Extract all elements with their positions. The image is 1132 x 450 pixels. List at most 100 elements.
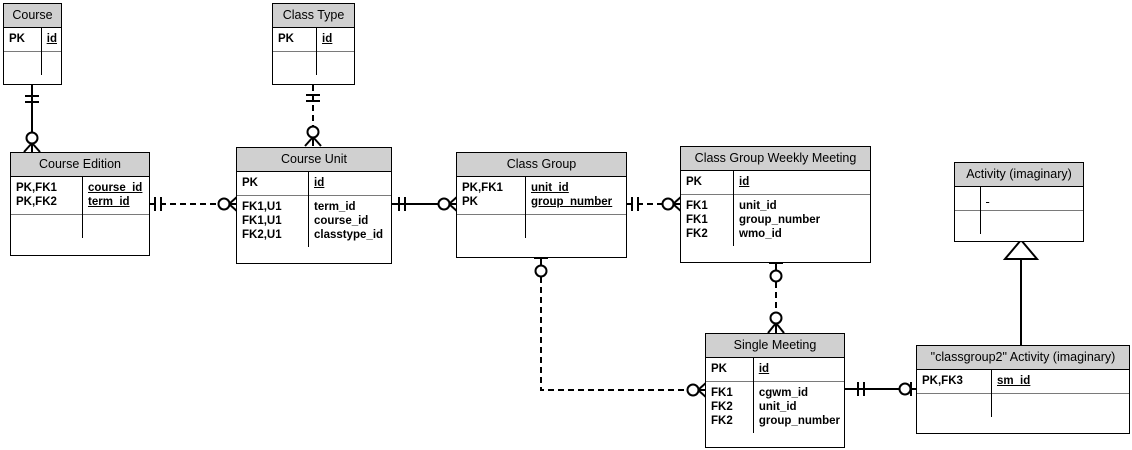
attribute-label bbox=[88, 219, 145, 233]
key-column-single-meeting-0: PK bbox=[706, 357, 754, 382]
key-column-classgroup2-activity-imaginary-0: PK,FK3 bbox=[917, 369, 992, 394]
key-label: FK1 bbox=[686, 199, 708, 212]
relationship-class-group-to-single-meeting[interactable] bbox=[534, 257, 708, 399]
entity-body-activity-imaginary bbox=[955, 186, 1084, 234]
key-label: FK2,U1 bbox=[242, 228, 282, 241]
attribute-column-course-0: id bbox=[41, 28, 61, 52]
entity-title-class-group-weekly-meeting: Class Group Weekly Meeting bbox=[681, 147, 870, 171]
key-column-class-group-weekly-meeting-0: PK bbox=[681, 170, 734, 195]
entity-title-class-type: Class Type bbox=[273, 4, 354, 28]
attribute-label bbox=[986, 215, 1079, 229]
attribute-label: group_number bbox=[739, 213, 821, 226]
entity-activity-imaginary[interactable]: Activity (imaginary) bbox=[954, 162, 1084, 242]
entity-classgroup2-activity-imaginary[interactable]: "classgroup2" Activity (imaginary)PK,FK3… bbox=[916, 345, 1130, 434]
entity-title-classgroup2-activity-imaginary: "classgroup2" Activity (imaginary) bbox=[917, 346, 1129, 370]
attribute-column-class-type-0: id bbox=[317, 28, 355, 52]
entity-title-class-group: Class Group bbox=[457, 153, 626, 177]
attribute-label: classtype_id bbox=[314, 228, 384, 241]
attribute-label: id bbox=[47, 32, 57, 46]
key-column-course-unit-0: PK bbox=[237, 171, 309, 196]
entity-title-course-edition: Course Edition bbox=[11, 153, 149, 177]
entity-section-key-class-type: PK id bbox=[273, 27, 355, 52]
key-label: PK bbox=[278, 32, 294, 45]
key-label: FK1,U1 bbox=[242, 214, 282, 227]
primary-key-underline: group_number bbox=[531, 195, 613, 208]
entity-section-key-activity-imaginary bbox=[955, 186, 1084, 211]
attribute-label: unit_id bbox=[758, 400, 797, 413]
key-label bbox=[922, 398, 987, 412]
relationship-class-type-to-course-unit[interactable] bbox=[304, 85, 322, 147]
key-label: PK,FK1 bbox=[16, 181, 57, 194]
relationship-course-to-course-edition[interactable] bbox=[23, 85, 41, 153]
attribute-label bbox=[322, 56, 350, 70]
attribute-label bbox=[531, 219, 622, 233]
key-label: PK bbox=[711, 362, 727, 375]
key-label: FK1,U1 bbox=[242, 200, 282, 213]
key-column-class-type-1 bbox=[273, 50, 317, 75]
attribute-label: sm_id bbox=[997, 374, 1125, 388]
key-label bbox=[9, 56, 37, 70]
key-label: FK1 bbox=[686, 213, 708, 226]
relationship-class-group-to-cgwm[interactable] bbox=[627, 195, 683, 213]
entity-section-key-course: PK id bbox=[4, 27, 61, 52]
primary-key-underline: id bbox=[739, 175, 750, 188]
attribute-column-class-group-weekly-meeting-0: id bbox=[734, 171, 871, 195]
key-label bbox=[278, 56, 312, 70]
key-label: PK bbox=[9, 32, 25, 45]
attribute-column-course-1 bbox=[41, 50, 61, 75]
attribute-label: course_id bbox=[314, 214, 369, 227]
entity-section-attributes-class-type bbox=[273, 50, 354, 75]
attribute-label: term_id bbox=[314, 200, 356, 213]
key-label: PK,FK1 bbox=[462, 181, 503, 194]
primary-key-underline: id bbox=[758, 362, 770, 375]
key-column-activity-imaginary-1 bbox=[955, 209, 981, 234]
entity-section-key-single-meeting: PK id bbox=[706, 357, 844, 382]
relationship-cgwm-to-single-meeting[interactable] bbox=[767, 262, 785, 334]
entity-section-attributes-activity-imaginary bbox=[955, 209, 1083, 234]
key-label: FK1 bbox=[711, 386, 733, 399]
relationship-course-edition-to-course-unit[interactable] bbox=[150, 195, 239, 213]
primary-key-underline: id bbox=[46, 32, 57, 45]
entity-title-activity-imaginary: Activity (imaginary) bbox=[955, 163, 1083, 187]
entity-body-class-type: PK id bbox=[273, 27, 355, 75]
entity-title-course: Course bbox=[4, 4, 61, 28]
relationship-single-meeting-to-classgroup2[interactable] bbox=[845, 382, 916, 396]
relationship-classgroup2-inherits-activity[interactable] bbox=[1002, 238, 1040, 345]
attribute-label bbox=[47, 56, 57, 70]
attribute-column-activity-imaginary-1 bbox=[980, 209, 1083, 234]
attribute-label: wmo_id bbox=[739, 227, 782, 240]
primary-key-underline: term_id bbox=[88, 195, 130, 208]
attribute-column-activity-imaginary-0 bbox=[981, 187, 1084, 211]
attribute-label: group_number bbox=[758, 414, 840, 427]
key-column-class-group-1 bbox=[457, 213, 526, 238]
attribute-column-class-group-1 bbox=[525, 213, 626, 238]
key-label bbox=[462, 219, 521, 233]
primary-key-underline: id bbox=[314, 176, 325, 189]
entity-title-single-meeting: Single Meeting bbox=[706, 334, 844, 358]
relationship-course-unit-to-class-group[interactable] bbox=[392, 195, 459, 213]
attribute-label: course_id bbox=[88, 181, 145, 195]
attribute-label: cgwm_id bbox=[758, 386, 809, 399]
key-label: FK2 bbox=[711, 400, 733, 413]
